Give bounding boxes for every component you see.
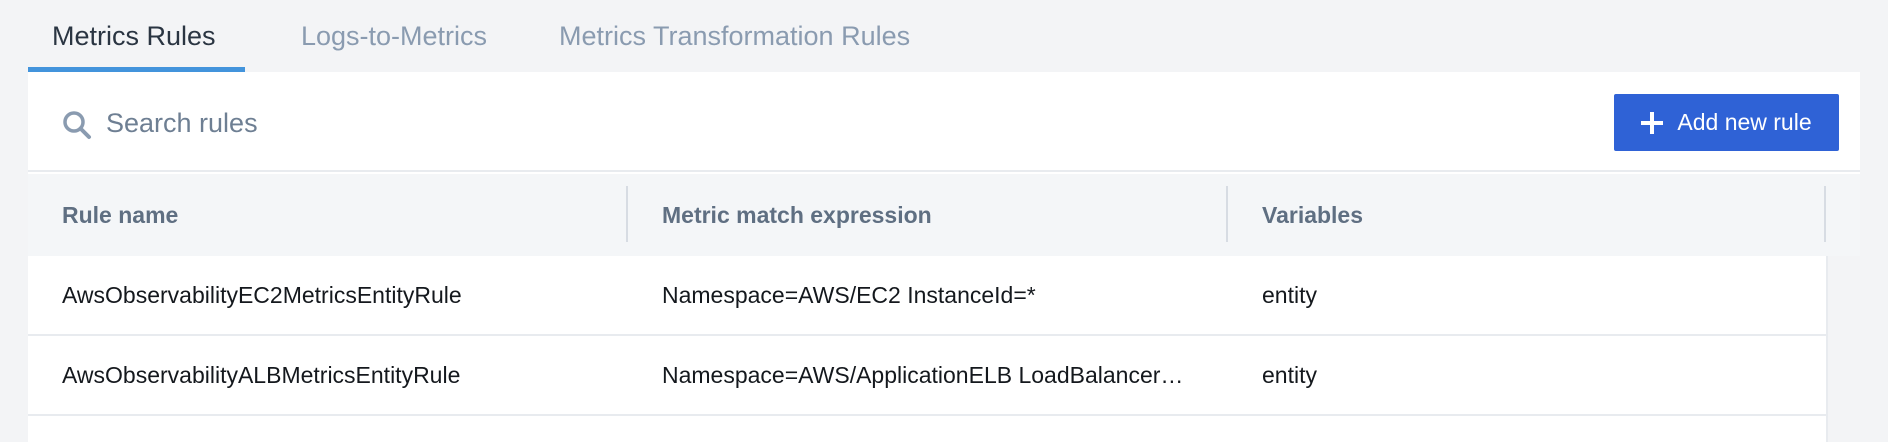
column-divider[interactable] — [1824, 186, 1826, 242]
tab-metrics-rules[interactable]: Metrics Rules — [28, 0, 245, 72]
rule-name-cell: AwsObservabilityEC2MetricsEntityRule — [62, 281, 462, 308]
tab-label: Metrics Transformation Rules — [559, 20, 911, 51]
search-bar: Add new rule — [28, 72, 1860, 172]
column-header-metric-match-expression[interactable]: Metric match expression — [628, 174, 1228, 256]
search-input[interactable] — [106, 102, 706, 144]
table-row[interactable]: AwsObservabilityALBMetricsEntityRule Nam… — [28, 336, 1826, 416]
tab-label: Metrics Rules — [52, 20, 216, 51]
plus-icon — [1641, 111, 1664, 134]
rule-name-cell: AwsObservabilityALBMetricsEntityRule — [62, 361, 461, 388]
table-row[interactable]: AwsObservabilityEC2MetricsEntityRule Nam… — [28, 256, 1826, 336]
tab-metrics-transformation-rules[interactable]: Metrics Transformation Rules — [535, 0, 910, 72]
add-new-rule-button[interactable]: Add new rule — [1614, 94, 1839, 151]
table-header: Rule name Metric match expression Variab… — [28, 174, 1860, 256]
match-expression-cell: Namespace=AWS/EC2 InstanceId=* — [662, 281, 1036, 308]
active-tab-indicator — [28, 67, 245, 72]
match-expression-cell: Namespace=AWS/ApplicationELB LoadBalance… — [662, 361, 1184, 388]
column-header-label: Metric match expression — [662, 201, 932, 228]
rules-panel: Add new rule Rule name Metric match expr… — [28, 72, 1860, 442]
tab-bar: Metrics Rules Logs-to-Metrics Metrics Tr… — [28, 0, 910, 72]
scrollbar-track[interactable] — [1826, 256, 1860, 442]
variables-cell: entity — [1262, 281, 1317, 308]
variables-cell: entity — [1262, 361, 1317, 388]
column-header-variables[interactable]: Variables — [1228, 174, 1826, 256]
column-header-rule-name[interactable]: Rule name — [28, 174, 628, 256]
column-header-label: Variables — [1262, 201, 1364, 228]
column-header-label: Rule name — [62, 201, 179, 228]
table-body: AwsObservabilityEC2MetricsEntityRule Nam… — [28, 256, 1826, 416]
add-new-rule-label: Add new rule — [1677, 109, 1812, 135]
tab-label: Logs-to-Metrics — [301, 20, 488, 51]
column-divider[interactable] — [1226, 186, 1228, 242]
search-icon — [63, 111, 91, 139]
tab-logs-to-metrics[interactable]: Logs-to-Metrics — [245, 0, 535, 72]
column-divider[interactable] — [626, 186, 628, 242]
